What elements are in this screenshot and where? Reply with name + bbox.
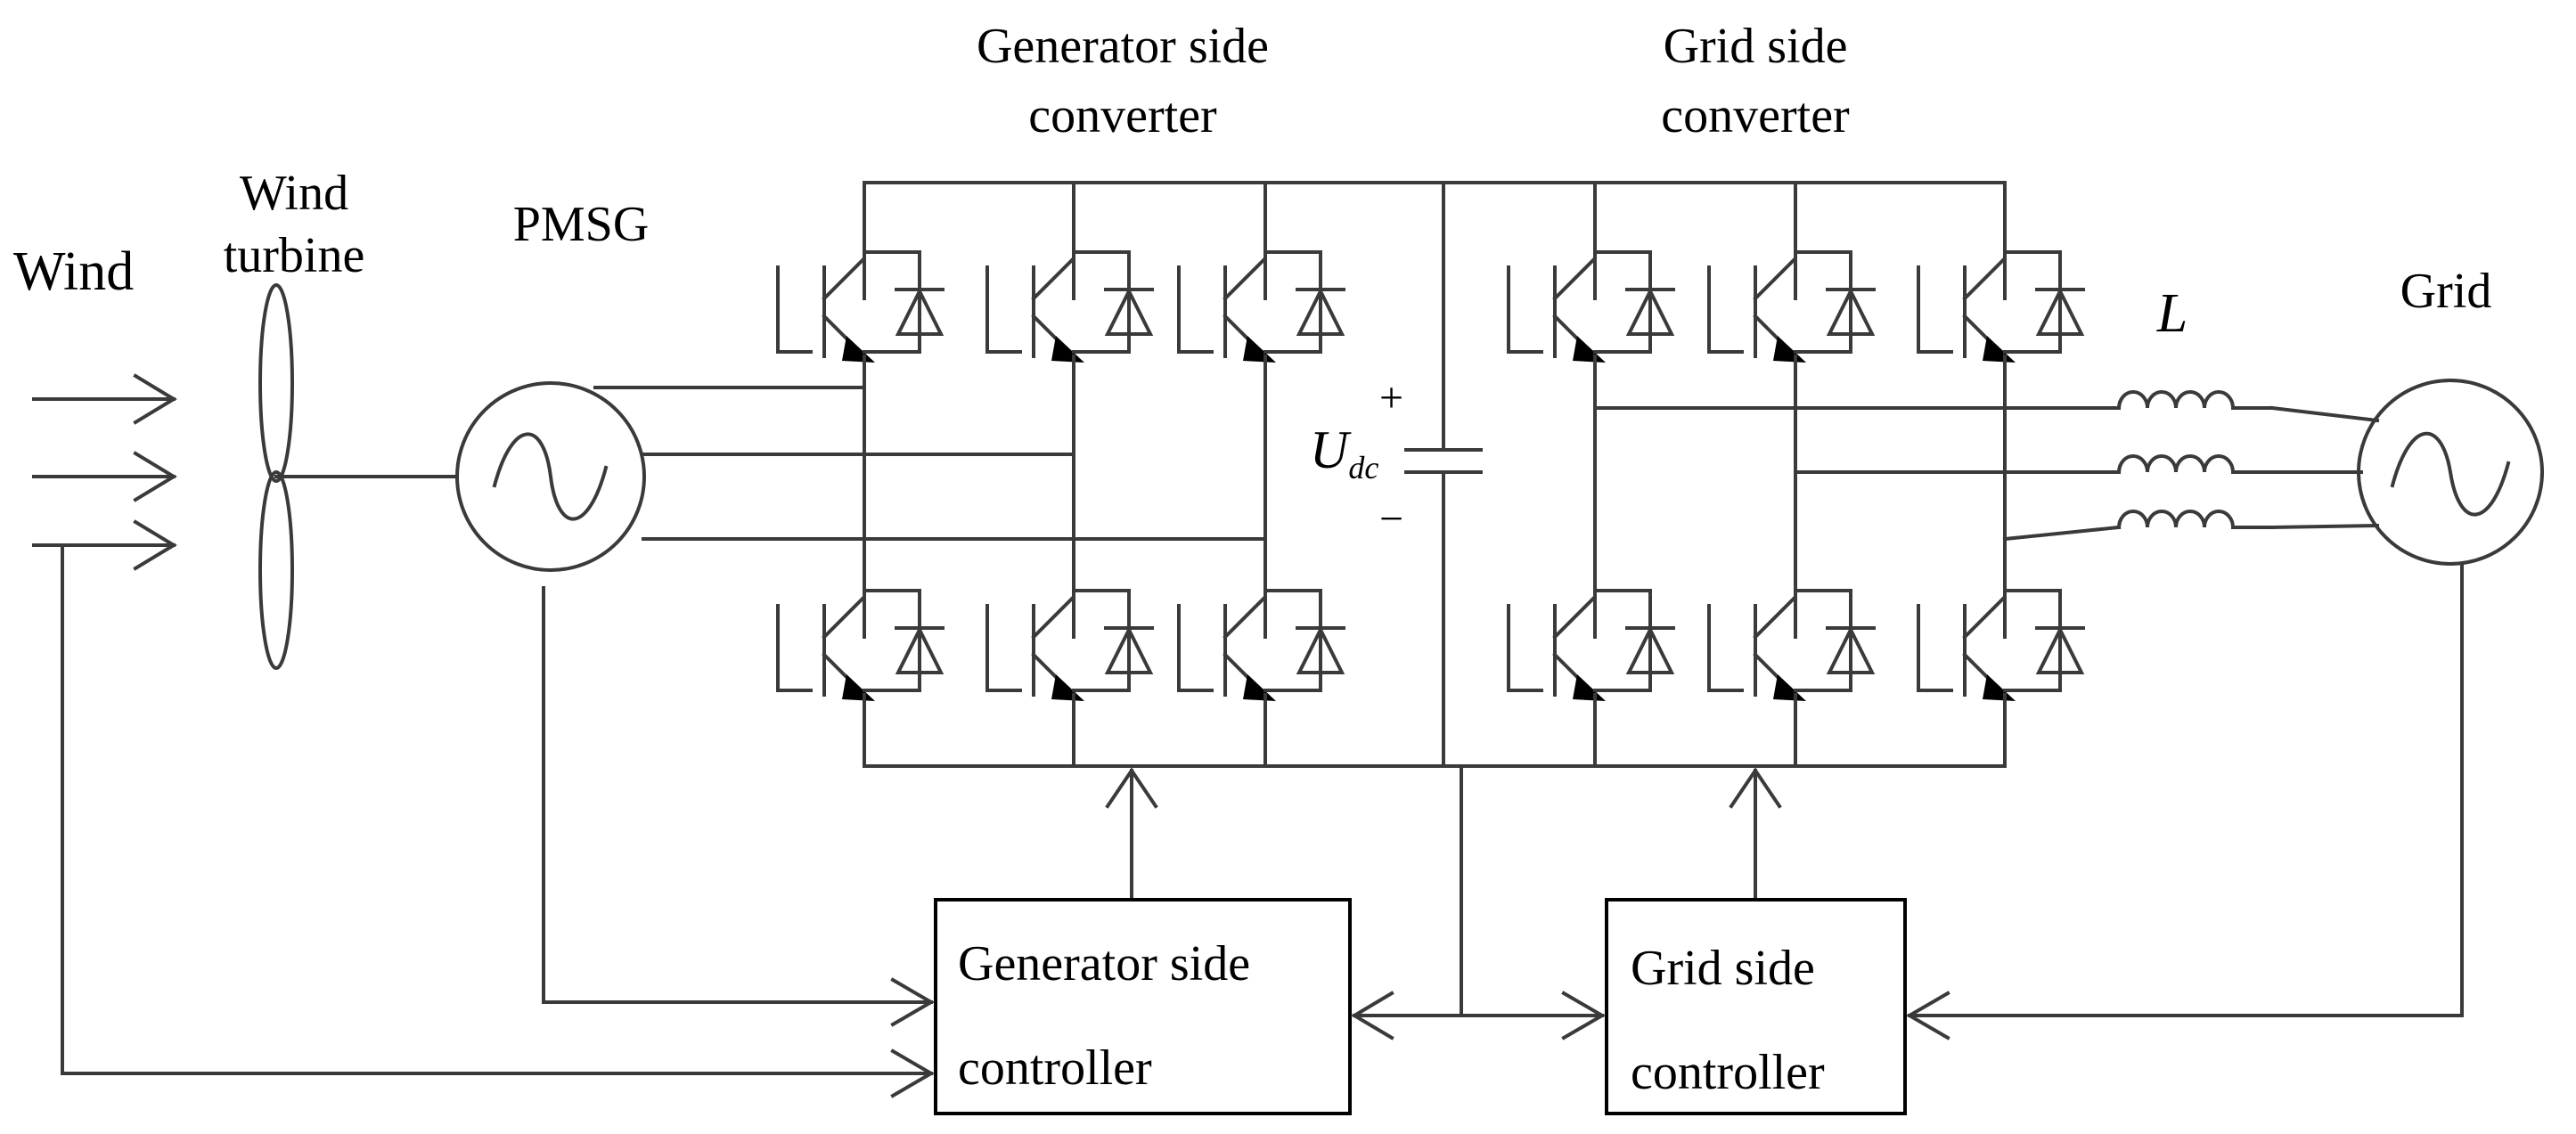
udc-label: Udc bbox=[1310, 420, 1378, 485]
grid-lower-igbt-a bbox=[1507, 568, 1675, 706]
grid-side-controller-label-line2: controller bbox=[1631, 1045, 1825, 1100]
pmsg-label: PMSG bbox=[513, 197, 650, 252]
generator-side-controller-box bbox=[934, 898, 1352, 1115]
gen-upper-igbt-b bbox=[985, 230, 1154, 367]
wind-label: Wind bbox=[13, 241, 134, 302]
grid-upper-igbt-b bbox=[1707, 230, 1876, 367]
grid-label: Grid bbox=[2400, 264, 2492, 319]
grid-lower-igbt-b bbox=[1707, 568, 1876, 706]
dc-link-capacitor-icon bbox=[1404, 181, 1483, 768]
dc-plus-sign: + bbox=[1379, 374, 1403, 421]
generator-side-controller-label-line2: controller bbox=[958, 1040, 1152, 1096]
generator-side-controller-label-line1: Generator side bbox=[958, 936, 1250, 991]
gen-upper-igbt-c bbox=[1177, 230, 1345, 367]
generator-side-converter-label-line1: Generator side bbox=[977, 19, 1269, 74]
gen-lower-igbt-b bbox=[985, 568, 1154, 706]
generator-side-converter bbox=[776, 181, 2007, 768]
gen-lower-igbt-c bbox=[1177, 568, 1345, 706]
grid-side-converter-label-line2: converter bbox=[1661, 88, 1850, 143]
gen-lower-igbt-a bbox=[776, 568, 945, 706]
grid-side-converter bbox=[1507, 181, 2085, 768]
grid-side-controller-label-line1: Grid side bbox=[1631, 941, 1815, 996]
dc-minus-sign: − bbox=[1379, 495, 1403, 543]
turbine-blade-icon bbox=[258, 283, 458, 670]
wind-turbine-label-line2: turbine bbox=[224, 228, 365, 283]
wind-turbine-label-line1: Wind bbox=[240, 166, 348, 221]
grid-ac-source-icon bbox=[2357, 379, 2544, 566]
grid-side-converter-label-line1: Grid side bbox=[1664, 19, 1848, 74]
grid-upper-igbt-a bbox=[1507, 230, 1675, 367]
generator-side-converter-label-line2: converter bbox=[1028, 88, 1217, 143]
grid-upper-igbt-c bbox=[1917, 230, 2085, 367]
grid-lower-igbt-c bbox=[1917, 568, 2085, 706]
wind-arrow-icon bbox=[32, 373, 177, 571]
inductor-icon bbox=[2116, 390, 2380, 530]
inductor-label: L bbox=[2156, 283, 2188, 344]
gen-upper-igbt-a bbox=[776, 230, 945, 367]
grid-side-controller-box bbox=[1605, 898, 1907, 1115]
pmsg-ac-source-icon bbox=[455, 381, 646, 572]
